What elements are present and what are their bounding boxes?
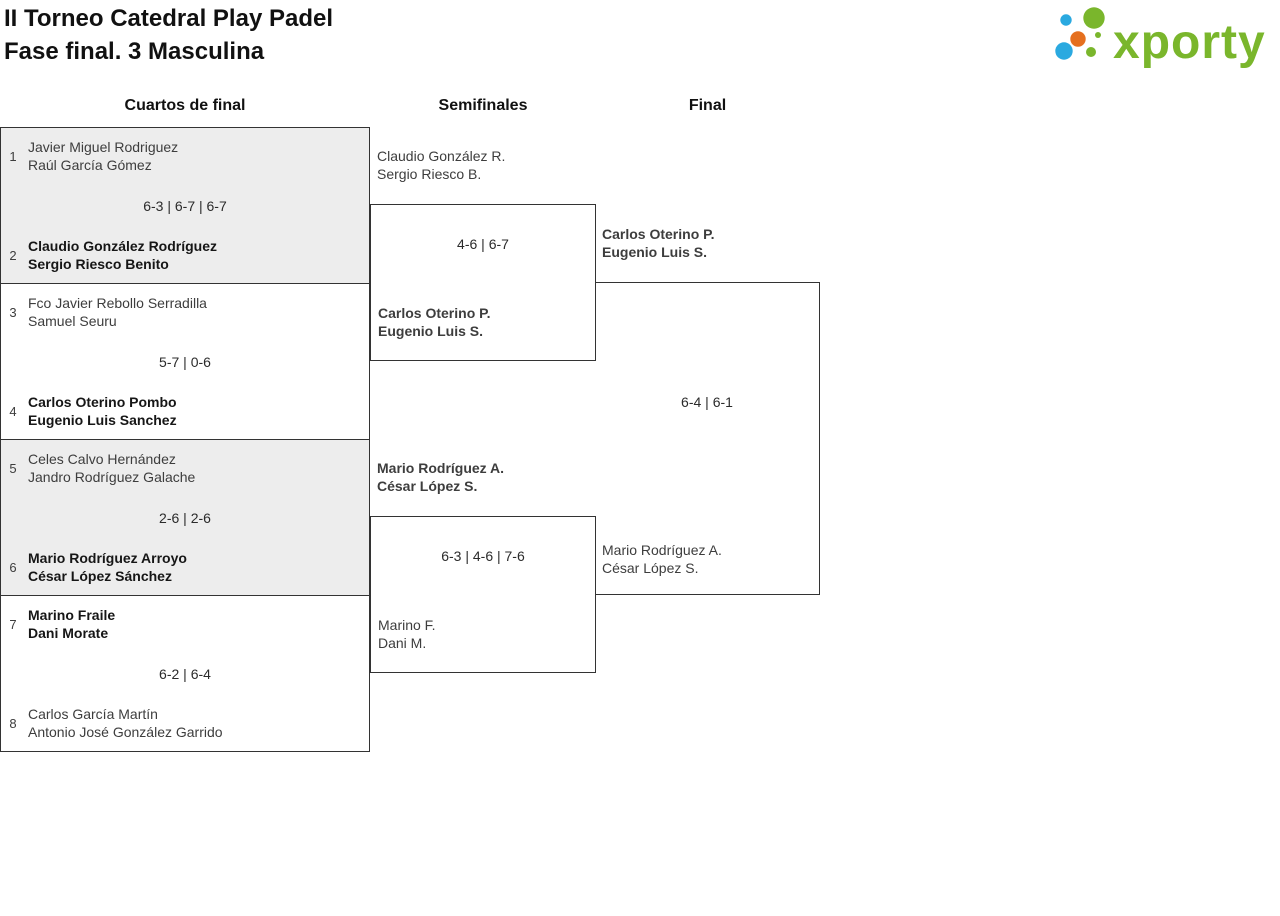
round-header-semifinales: Semifinales (438, 97, 528, 114)
player-name: César López Sánchez (28, 568, 172, 584)
sf2-team-bottom: Marino F. Dani M. (378, 616, 436, 652)
player-name: Mario Rodríguez Arroyo (28, 550, 187, 566)
team-slot-top: 3 Fco Javier Rebollo Serradilla Samuel S… (1, 294, 369, 330)
seed-number: 3 (9, 304, 17, 320)
player-name: César López S. (602, 560, 699, 576)
player-name: Carlos Oterino Pombo (28, 394, 177, 410)
logo-dot-green-small (1086, 47, 1096, 57)
team-slot-bottom: 8 Carlos García Martín Antonio José Gonz… (1, 705, 369, 741)
match-score: 5-7 | 0-6 (159, 353, 211, 370)
player-name: Jandro Rodríguez Galache (28, 469, 196, 485)
player-name: Celes Calvo Hernández (28, 451, 176, 467)
qf-match-3: 5 Celes Calvo Hernández Jandro Rodríguez… (0, 439, 370, 596)
player-name: Javier Miguel Rodriguez (28, 139, 179, 155)
round-header-final: Final (688, 97, 727, 114)
final-team-top: Carlos Oterino P. Eugenio Luis S. (602, 225, 715, 261)
seed-number: 7 (9, 616, 17, 632)
match-score: 6-3 | 6-7 | 6-7 (143, 197, 227, 214)
player-name: Fco Javier Rebollo Serradilla (28, 295, 207, 311)
player-name: Eugenio Luis S. (602, 244, 708, 260)
team-slot-top: 5 Celes Calvo Hernández Jandro Rodríguez… (1, 450, 369, 486)
match-score: 6-4 | 6-1 (681, 394, 733, 410)
team-names: Claudio González Rodríguez Sergio Riesco… (28, 237, 217, 273)
team-slot-top: 1 Javier Miguel Rodriguez Raúl García Gó… (1, 138, 369, 174)
qf-match-1: 1 Javier Miguel Rodriguez Raúl García Gó… (0, 127, 370, 284)
team-slot-bottom: 4 Carlos Oterino Pombo Eugenio Luis Sanc… (1, 393, 369, 429)
logo-dot-blue-large (1055, 42, 1073, 60)
final-match-box: 6-4 | 6-1 Mario Rodríguez A. César López… (595, 282, 820, 595)
player-name: Dani M. (378, 635, 427, 651)
title-line-1: II Torneo Catedral Play Padel (4, 5, 333, 32)
player-name: Sergio Riesco B. (377, 166, 482, 182)
seed-number: 8 (9, 715, 17, 731)
team-slot-top: 7 Marino Fraile Dani Morate (1, 606, 369, 642)
sf1-team-top: Claudio González R. Sergio Riesco B. (377, 147, 505, 183)
round-header-cuartos: Cuartos de final (124, 97, 246, 114)
team-slot-bottom: 2 Claudio González Rodríguez Sergio Ries… (1, 237, 369, 273)
logo-dot-green-large (1083, 7, 1105, 29)
match-score: 4-6 | 6-7 (457, 236, 509, 252)
player-name: Dani Morate (28, 625, 109, 641)
player-name: Eugenio Luis S. (378, 323, 484, 339)
player-name: Marino F. (378, 617, 436, 633)
final-team-bottom: Mario Rodríguez A. César López S. (602, 541, 722, 577)
sf-match-1-box: 4-6 | 6-7 Carlos Oterino P. Eugenio Luis… (370, 204, 596, 361)
qf-match-4: 7 Marino Fraile Dani Morate 6-2 | 6-4 8 … (0, 595, 370, 752)
page-title: II Torneo Catedral Play Padel Fase final… (4, 2, 333, 68)
sf-match-2-box: 6-3 | 4-6 | 7-6 Marino F. Dani M. (370, 516, 596, 673)
seed-number: 1 (9, 148, 17, 164)
seed-number: 6 (9, 559, 17, 575)
logo-dot-green-tiny (1095, 32, 1101, 38)
player-name: Mario Rodríguez A. (602, 542, 722, 558)
player-name: Marino Fraile (28, 607, 116, 623)
team-names: Fco Javier Rebollo Serradilla Samuel Seu… (28, 294, 207, 330)
player-name: Claudio González Rodríguez (28, 238, 218, 254)
team-names: Javier Miguel Rodriguez Raúl García Góme… (28, 138, 178, 174)
team-names: Mario Rodríguez Arroyo César López Sánch… (28, 549, 187, 585)
sf2-team-top: Mario Rodríguez A. César López S. (377, 459, 504, 495)
player-name: Antonio José González Garrido (28, 724, 223, 740)
player-name: Carlos Oterino P. (378, 305, 491, 321)
xporty-logo: xporty (1055, 7, 1266, 69)
team-names: Marino Fraile Dani Morate (28, 606, 115, 642)
sf1-team-bottom: Carlos Oterino P. Eugenio Luis S. (378, 304, 491, 340)
logo-dot-orange (1070, 31, 1086, 47)
team-names: Celes Calvo Hernández Jandro Rodríguez G… (28, 450, 195, 486)
player-name: Raúl García Gómez (28, 157, 152, 173)
match-score: 6-2 | 6-4 (159, 665, 211, 682)
logo-wordmark: xporty (1113, 16, 1266, 69)
qf-match-2: 3 Fco Javier Rebollo Serradilla Samuel S… (0, 283, 370, 440)
player-name: Carlos García Martín (28, 706, 158, 722)
match-score: 2-6 | 2-6 (159, 509, 211, 526)
player-name: Samuel Seuru (28, 313, 117, 329)
player-name: Eugenio Luis Sanchez (28, 412, 177, 428)
player-name: Carlos Oterino P. (602, 226, 715, 242)
player-name: César López S. (377, 478, 478, 494)
player-name: Sergio Riesco Benito (28, 256, 169, 272)
seed-number: 2 (9, 247, 17, 263)
player-name: Mario Rodríguez A. (377, 460, 505, 476)
seed-number: 5 (9, 460, 17, 476)
team-slot-bottom: 6 Mario Rodríguez Arroyo César López Sán… (1, 549, 369, 585)
logo-dot-blue-small (1060, 14, 1072, 26)
team-names: Carlos García Martín Antonio José Gonzál… (28, 705, 223, 741)
player-name: Claudio González R. (377, 148, 506, 164)
seed-number: 4 (9, 403, 17, 419)
team-names: Carlos Oterino Pombo Eugenio Luis Sanche… (28, 393, 177, 429)
match-score: 6-3 | 4-6 | 7-6 (441, 548, 525, 564)
title-line-2: Fase final. 3 Masculina (4, 38, 265, 65)
